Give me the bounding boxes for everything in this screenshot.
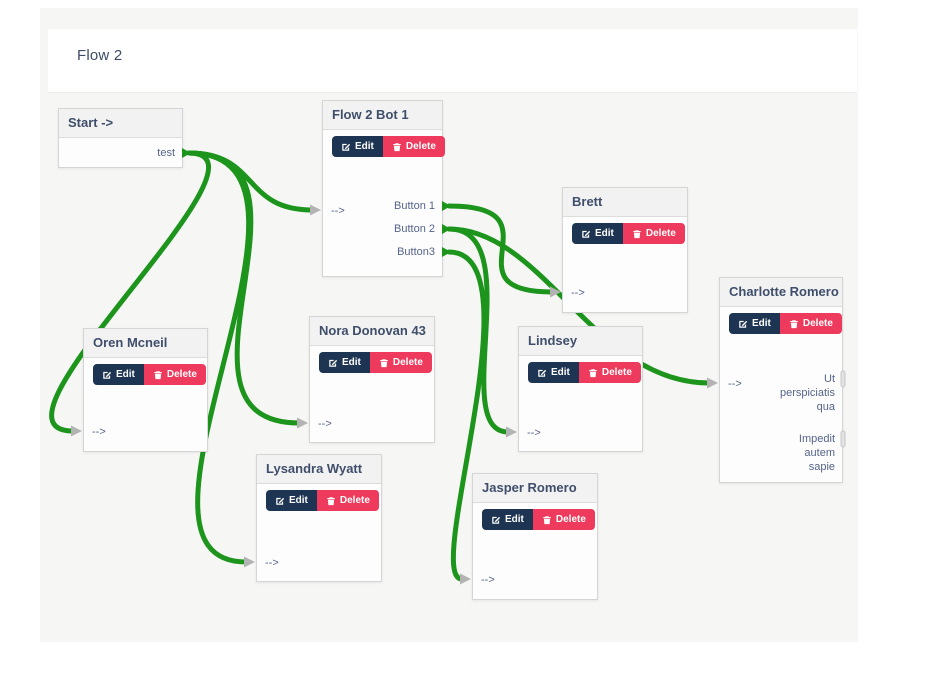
node-title[interactable]: Lindsey — [519, 327, 642, 356]
node-title[interactable]: Lysandra Wyatt — [257, 455, 381, 484]
page-title: Flow 2 — [77, 47, 123, 64]
pencil-icon — [102, 370, 112, 380]
edit-button[interactable]: Edit — [572, 223, 623, 244]
button-label: Delete — [392, 357, 423, 368]
edit-button[interactable]: Edit — [93, 364, 144, 385]
node-actions: Edit Delete — [266, 490, 379, 511]
input-port-label: --> — [571, 287, 585, 299]
output-port-label: Button3 — [397, 246, 435, 258]
button-label: Delete — [645, 228, 676, 239]
delete-button[interactable]: Delete — [622, 223, 685, 244]
pencil-icon — [581, 229, 591, 239]
input-port-label: --> — [265, 557, 279, 569]
edit-button[interactable]: Edit — [729, 313, 780, 334]
input-port-label: --> — [728, 378, 742, 390]
node-title[interactable]: Charlotte Romero — [720, 278, 842, 307]
output-port-label: Impedit autem sapie — [798, 433, 835, 473]
button-label: Delete — [339, 495, 370, 506]
delete-button[interactable]: Delete — [578, 362, 641, 383]
edit-button[interactable]: Edit — [482, 509, 533, 530]
node-title[interactable]: Jasper Romero — [473, 474, 597, 503]
input-port-label: --> — [92, 426, 106, 438]
flow-node-nora[interactable]: Nora Donovan 43 Edit Delete --> — [309, 316, 435, 443]
flow-node-bot1[interactable]: Flow 2 Bot 1 Edit Delete --> Button 1 Button … — [322, 100, 445, 277]
node-actions: Edit Delete — [528, 362, 641, 383]
delete-button[interactable]: Delete — [382, 136, 445, 157]
node-title[interactable]: Start -> — [59, 109, 182, 138]
button-label: Edit — [116, 369, 135, 380]
trash-icon — [542, 515, 552, 525]
button-label: Delete — [601, 367, 632, 378]
delete-button[interactable]: Delete — [369, 352, 432, 373]
button-label: Edit — [595, 228, 614, 239]
button-label: Delete — [166, 369, 197, 380]
button-label: Edit — [752, 318, 771, 329]
pencil-icon — [537, 368, 547, 378]
delete-button[interactable]: Delete — [532, 509, 595, 530]
button-label: Delete — [802, 318, 833, 329]
trash-icon — [379, 358, 389, 368]
node-actions: Edit Delete — [332, 136, 445, 157]
button-label: Edit — [505, 514, 524, 525]
edit-button[interactable]: Edit — [528, 362, 579, 383]
output-port-label: Ut perspiciatis qua — [779, 373, 835, 413]
edit-button[interactable]: Edit — [332, 136, 383, 157]
pencil-icon — [341, 142, 351, 152]
delete-button[interactable]: Delete — [316, 490, 379, 511]
input-port-label: --> — [527, 427, 541, 439]
delete-button[interactable]: Delete — [779, 313, 842, 334]
button-label: Edit — [355, 141, 374, 152]
button-label: Delete — [405, 141, 436, 152]
node-actions: Edit Delete — [482, 509, 595, 530]
pencil-icon — [738, 319, 748, 329]
node-title[interactable]: Brett — [563, 188, 687, 217]
trash-icon — [588, 368, 598, 378]
output-port-label: Button 2 — [394, 223, 435, 235]
trash-icon — [789, 319, 799, 329]
trash-icon — [326, 496, 336, 506]
node-title[interactable]: Flow 2 Bot 1 — [323, 101, 442, 130]
edit-button[interactable]: Edit — [266, 490, 317, 511]
pencil-icon — [328, 358, 338, 368]
output-port-label: test — [157, 147, 175, 159]
output-port-label: Button 1 — [394, 200, 435, 212]
node-actions: Edit Delete — [572, 223, 685, 244]
button-label: Edit — [551, 367, 570, 378]
trash-icon — [153, 370, 163, 380]
node-title[interactable]: Nora Donovan 43 — [310, 317, 434, 346]
node-actions: Edit Delete — [729, 313, 842, 334]
input-port-label: --> — [481, 574, 495, 586]
pencil-icon — [491, 515, 501, 525]
node-actions: Edit Delete — [319, 352, 432, 373]
delete-button[interactable]: Delete — [143, 364, 206, 385]
flow-node-start[interactable]: Start -> test — [58, 108, 183, 168]
trash-icon — [632, 229, 642, 239]
node-actions: Edit Delete — [93, 364, 206, 385]
button-label: Edit — [342, 357, 361, 368]
node-title[interactable]: Oren Mcneil — [84, 329, 207, 358]
trash-icon — [392, 142, 402, 152]
button-label: Edit — [289, 495, 308, 506]
pencil-icon — [275, 496, 285, 506]
flow-header-bar: Flow 2 — [48, 29, 857, 93]
edit-button[interactable]: Edit — [319, 352, 370, 373]
input-port-label: --> — [331, 205, 345, 217]
input-port-label: --> — [318, 418, 332, 430]
button-label: Delete — [555, 514, 586, 525]
